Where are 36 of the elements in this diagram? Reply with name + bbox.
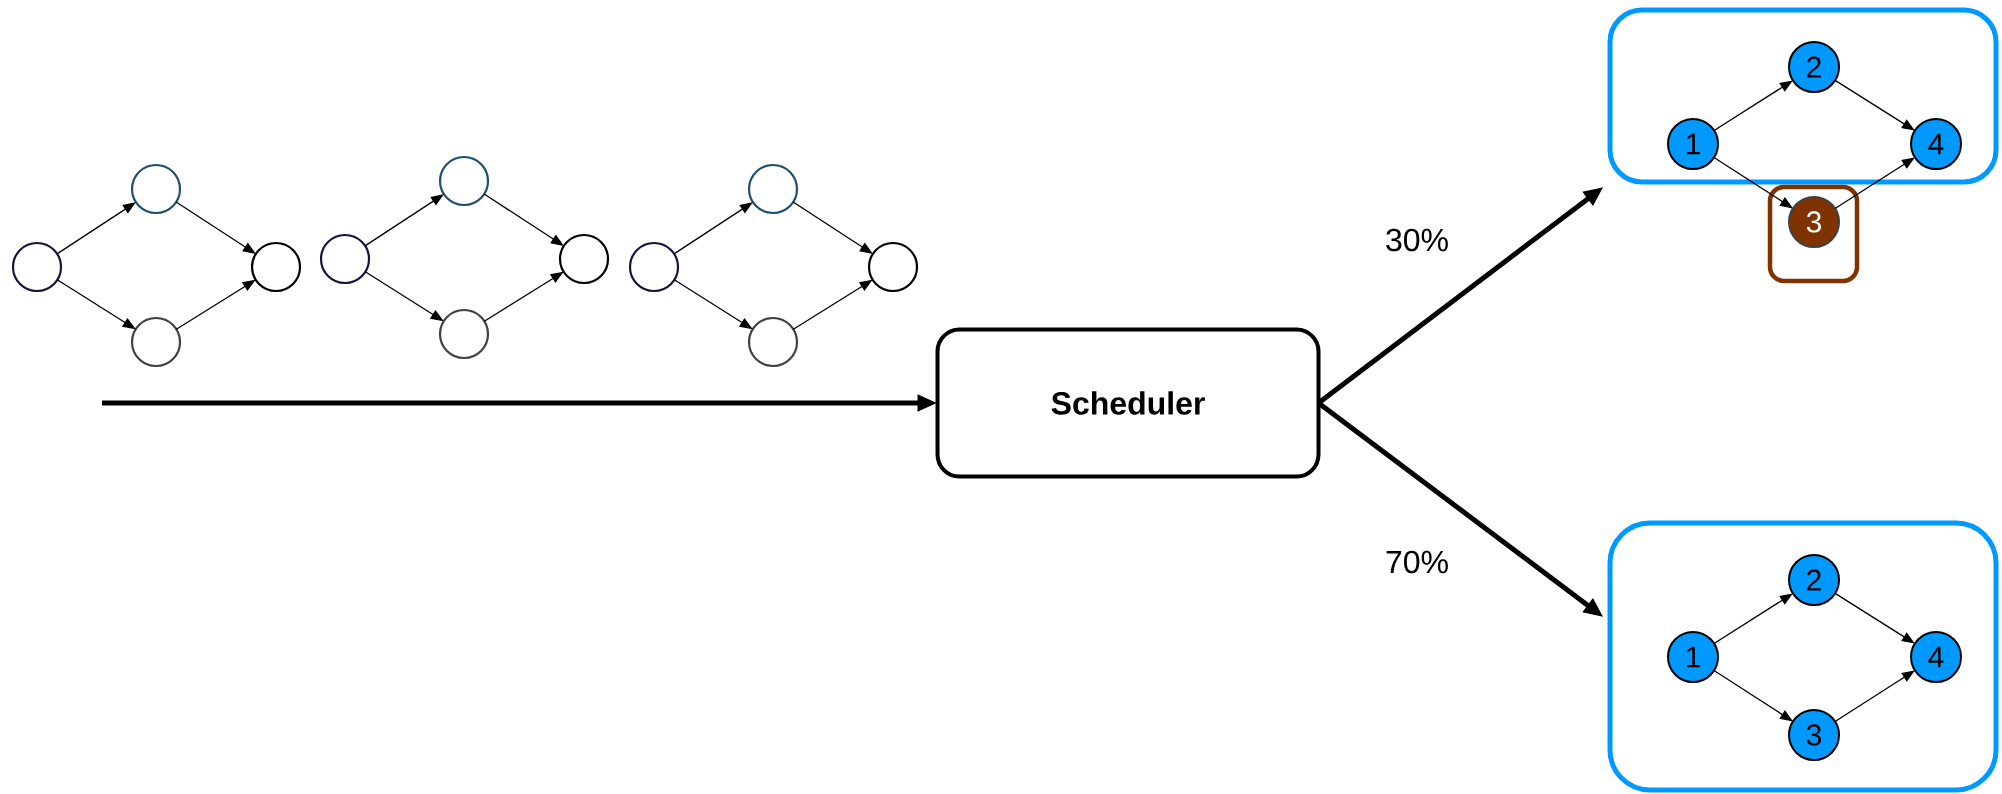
graph-node bbox=[250, 241, 302, 293]
arrow bbox=[1713, 593, 1793, 645]
arrow bbox=[673, 202, 753, 255]
arrow bbox=[1834, 670, 1915, 723]
graph-node bbox=[558, 233, 610, 285]
graph-node bbox=[319, 233, 371, 285]
task-node: 1 bbox=[1667, 631, 1719, 683]
scheduler-box: Scheduler bbox=[935, 327, 1321, 479]
arrow bbox=[1834, 157, 1915, 210]
graph-node bbox=[11, 241, 63, 293]
graph-node bbox=[747, 163, 799, 215]
arrow bbox=[1713, 669, 1793, 722]
cluster-frame bbox=[1607, 520, 1999, 793]
edge-label: 30% bbox=[1383, 226, 1452, 254]
arrow bbox=[1713, 156, 1793, 209]
task-node: 3 bbox=[1788, 709, 1840, 761]
task-node: 4 bbox=[1910, 118, 1962, 170]
task-node: 4 bbox=[1910, 631, 1962, 683]
task-node: 2 bbox=[1788, 554, 1840, 606]
graph-node bbox=[867, 241, 919, 293]
graph-node bbox=[130, 316, 182, 368]
graph-node bbox=[438, 308, 490, 360]
arrow bbox=[1713, 80, 1793, 132]
arrow bbox=[364, 194, 444, 247]
task-node: 3 bbox=[1788, 196, 1840, 248]
graph-node bbox=[438, 155, 490, 207]
edge-label: 70% bbox=[1383, 548, 1452, 576]
graph-node bbox=[628, 241, 680, 293]
graph-node bbox=[130, 163, 182, 215]
highlight-frame bbox=[1767, 184, 1860, 284]
graph-node bbox=[747, 316, 799, 368]
task-node: 2 bbox=[1788, 41, 1840, 93]
task-node: 1 bbox=[1667, 118, 1719, 170]
arrow bbox=[56, 202, 136, 255]
cluster-frame bbox=[1607, 7, 1999, 185]
arrow bbox=[175, 201, 256, 254]
